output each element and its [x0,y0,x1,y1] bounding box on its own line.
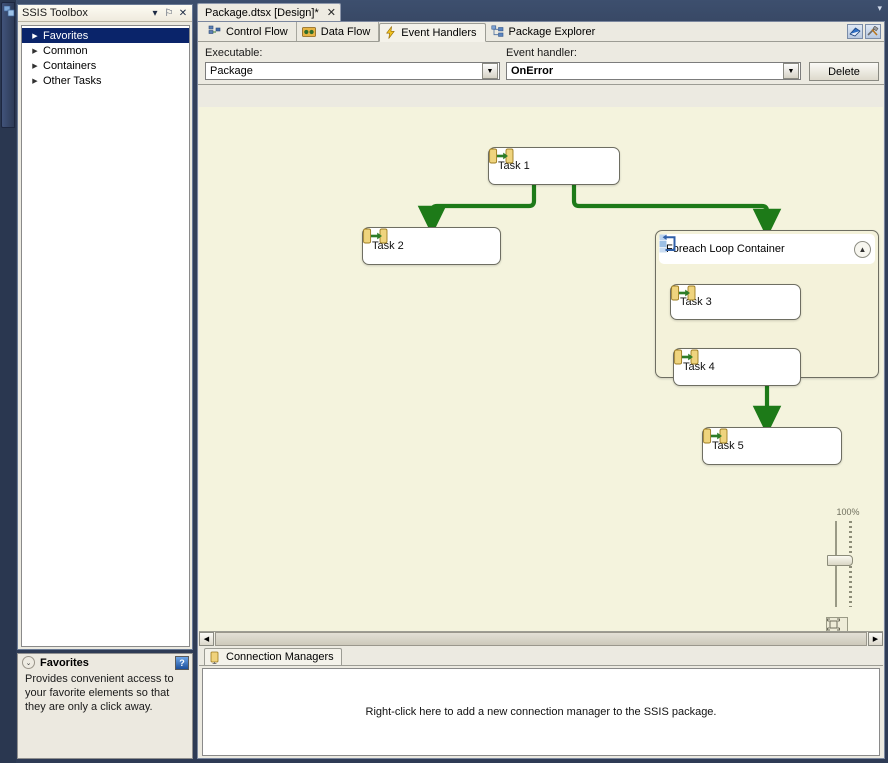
tab-label: Data Flow [320,25,371,38]
connection-manager-icon [210,651,219,664]
chevron-down-icon[interactable]: ▼ [482,63,498,79]
control-flow-icon [208,25,221,34]
server-explorer-tab[interactable]: Server Explorer [1,2,47,128]
scroll-right-icon[interactable]: ▶ [868,632,883,646]
toolbox-close-icon[interactable]: ✕ [178,7,188,19]
favorites-info-title: Favorites [40,656,89,669]
designer-tab-bar: Control Flow Data Flow Event Handlers [198,22,884,42]
scroll-left-icon[interactable]: ◀ [199,632,214,646]
execute-task-icon [674,349,699,365]
container-label: Foreach Loop Container [666,243,785,255]
handler-selector-bar: Executable: Package ▼ Event handler: OnE… [198,42,884,85]
toolbox-item-favorites[interactable]: ▶ Favorites [22,28,189,43]
fit-to-window-button[interactable] [826,617,848,631]
task-node-task3[interactable]: Task 3 [670,284,801,320]
chevron-down-icon[interactable]: ▼ [783,63,799,79]
tools-icon[interactable] [865,24,881,39]
favorites-info-panel: ⌄ Favorites ? Provides convenient access… [17,653,193,759]
expander-icon[interactable]: ▶ [32,47,38,55]
delete-button[interactable]: Delete [809,62,879,81]
event-handler-value: OnError [511,65,554,77]
zoom-level-label: 100% [836,507,860,517]
execute-task-icon [363,228,388,244]
task-label: Task 4 [683,361,715,373]
container-header: Foreach Loop Container [659,234,875,264]
favorites-info-header: ⌄ Favorites ? [18,654,192,671]
tab-package-explorer[interactable]: Package Explorer [486,22,604,41]
task-node-task1[interactable]: Task 1 [488,147,620,185]
task-label: Task 5 [712,440,744,452]
foreach-loop-icon [659,234,676,253]
document-tab-package-dtsx[interactable]: Package.dtsx [Design]* ✕ [197,3,341,21]
toolbox-title-label: SSIS Toolbox [22,7,88,19]
expander-icon[interactable]: ▶ [32,32,38,40]
toolbox-item-label: Containers [43,59,97,72]
connection-managers-empty-message: Right-click here to add a new connection… [365,706,717,718]
connection-managers-tab-row: Connection Managers [199,648,883,666]
execute-task-icon [703,428,728,444]
close-icon[interactable]: ✕ [326,7,336,19]
execute-task-icon [489,148,514,164]
toolbox-item-label: Other Tasks [43,74,102,87]
eraser-icon[interactable] [847,24,863,39]
tab-label: Control Flow [226,25,288,38]
expander-icon[interactable]: ▶ [32,77,38,85]
left-dock-strip: Server Explorer [0,0,47,763]
ssis-toolbox-panel: SSIS Toolbox ▾ ⚐ ✕ ▶ Favorites ▶ Common … [17,4,193,650]
tab-connection-managers[interactable]: Connection Managers [204,648,342,665]
tab-label: Connection Managers [226,651,334,663]
package-designer: Control Flow Data Flow Event Handlers [197,21,885,759]
fit-to-window-icon [827,618,840,631]
executable-combobox[interactable]: Package ▼ [205,62,500,80]
server-explorer-icon [4,6,15,17]
tab-control-flow[interactable]: Control Flow [203,22,297,41]
task-label: Task 2 [372,240,404,252]
zoom-slider-thumb[interactable] [827,555,853,566]
connection-managers-empty-area[interactable]: Right-click here to add a new connection… [202,668,880,756]
toolbox-item-label: Favorites [43,29,89,42]
event-handler-canvas[interactable]: Foreach Loop Container ▲ Task 3 [199,107,883,631]
designer-tab-buttons [847,24,881,39]
data-flow-icon [301,26,316,37]
tab-label: Package Explorer [508,25,596,38]
zoom-slider-control[interactable]: 100% [825,507,871,631]
document-tab-label: Package.dtsx [Design]* [205,6,319,19]
connection-managers-pane: Connection Managers Right-click here to … [199,648,883,758]
toolbox-pin-icon[interactable]: ⚐ [164,7,174,19]
toolbox-dropdown-icon[interactable]: ▾ [152,7,158,19]
toolbox-item-containers[interactable]: ▶ Containers [22,58,189,73]
document-tab-strip: Package.dtsx [Design]* ✕ [197,3,885,21]
task-node-task4[interactable]: Task 4 [673,348,801,386]
tab-data-flow[interactable]: Data Flow [297,22,380,41]
favorites-info-description: Provides convenient access to your favor… [25,673,174,713]
expander-icon[interactable]: ▶ [32,62,38,70]
task-label: Task 1 [498,160,530,172]
toolbox-tree[interactable]: ▶ Favorites ▶ Common ▶ Containers ▶ Othe… [21,25,190,647]
collapse-chevron-icon[interactable]: ⌄ [22,656,35,669]
scrollbar-thumb[interactable] [215,632,867,646]
toolbox-titlebar: SSIS Toolbox ▾ ⚐ ✕ [18,5,192,22]
execute-task-icon [671,285,696,301]
canvas-horizontal-scrollbar[interactable]: ◀ ▶ [199,631,883,646]
task-node-task5[interactable]: Task 5 [702,427,842,465]
tab-label: Event Handlers [401,26,477,39]
container-collapse-button[interactable]: ▲ [854,241,871,258]
toolbox-item-label: Common [43,44,88,57]
event-handler-label: Event handler: [506,47,577,59]
executable-value: Package [210,65,253,77]
toolbox-item-common[interactable]: ▶ Common [22,43,189,58]
foreach-loop-container[interactable]: Foreach Loop Container ▲ Task 3 [655,230,879,386]
event-handler-combobox[interactable]: OnError ▼ [506,62,801,80]
task-node-task2[interactable]: Task 2 [362,227,501,265]
event-handlers-icon [386,26,395,39]
help-icon[interactable]: ? [175,655,189,670]
executable-label: Executable: [205,47,263,59]
toolbox-item-other-tasks[interactable]: ▶ Other Tasks [22,73,189,88]
package-explorer-icon [491,25,503,37]
tab-event-handlers[interactable]: Event Handlers [379,23,486,42]
window-dropdown-chevron-icon[interactable]: ▾ [877,3,882,13]
